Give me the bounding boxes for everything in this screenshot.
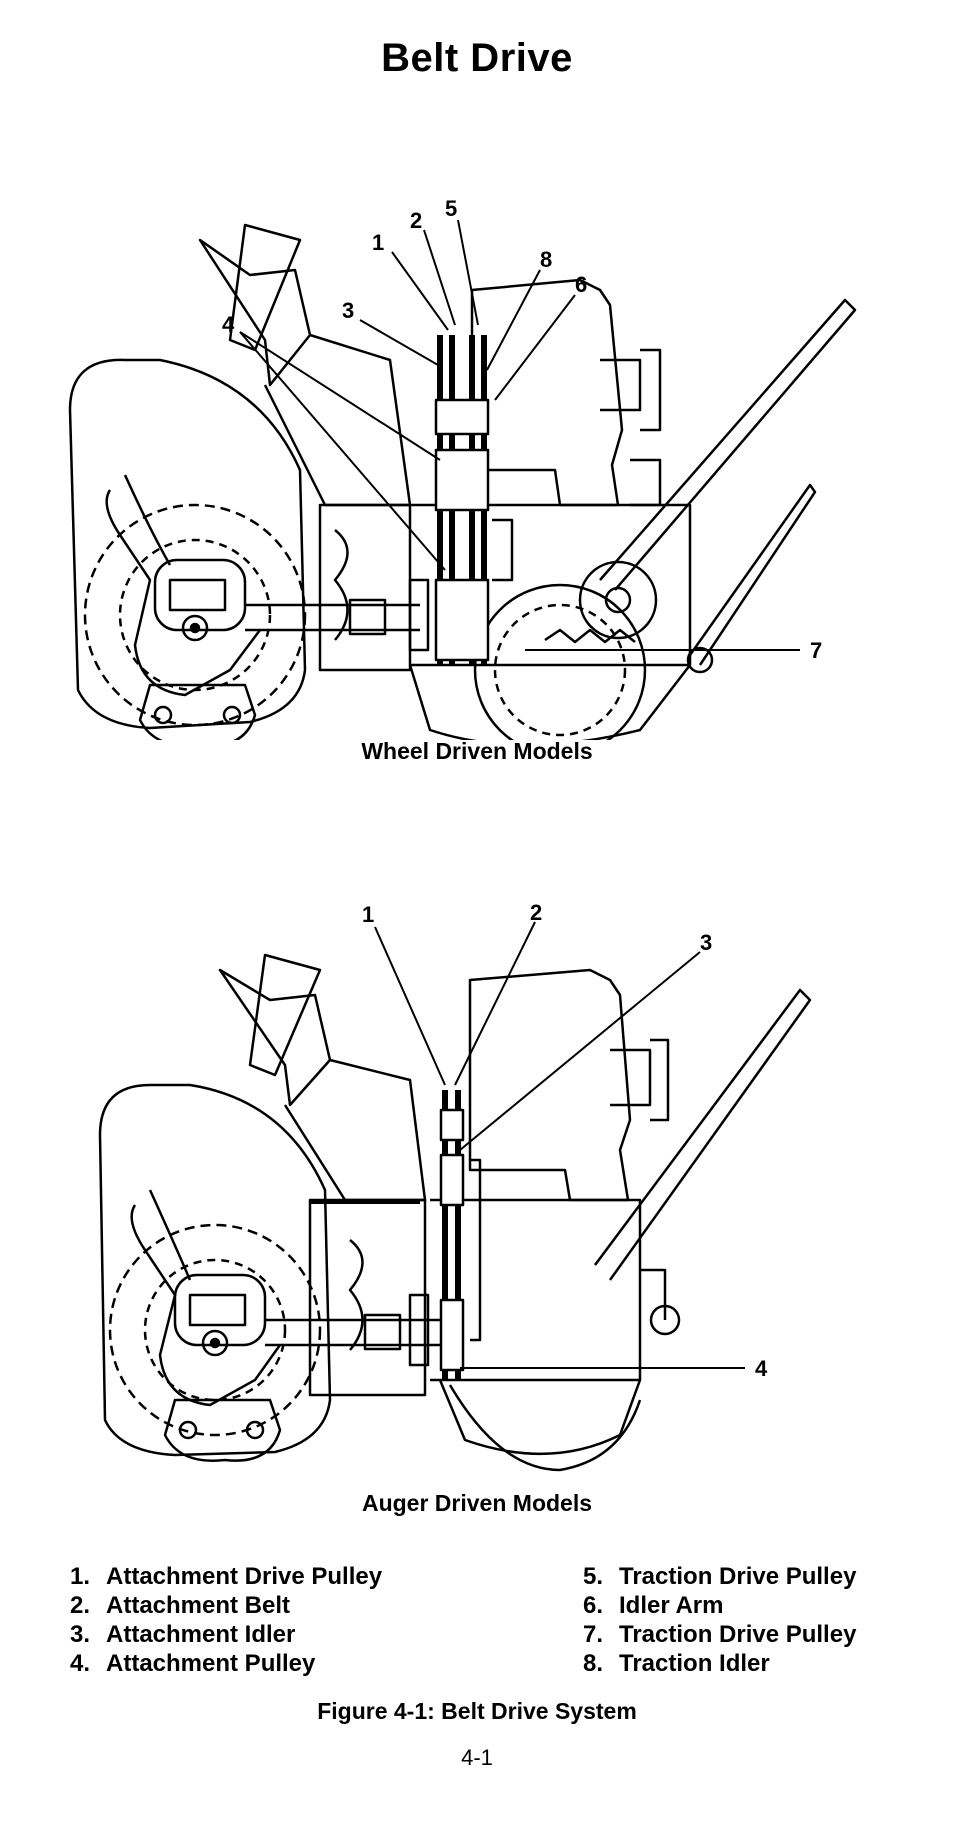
wheel-driven-diagram: 1 2 5 8 6 3 4 7 bbox=[0, 110, 954, 740]
callout-3-leader bbox=[359, 319, 439, 366]
callout-5: 5 bbox=[445, 196, 457, 221]
callout-6: 6 bbox=[575, 272, 587, 297]
figure-caption: Figure 4-1: Belt Drive System bbox=[317, 1698, 637, 1724]
parts-legend: 1.Attachment Drive Pulley 2.Attachment B… bbox=[0, 1562, 954, 1692]
callout-8-leader bbox=[486, 269, 541, 371]
legend-item: 6.Idler Arm bbox=[583, 1592, 724, 1619]
callout-3-leader bbox=[459, 951, 701, 1151]
legend-item: 7.Traction Drive Pulley bbox=[583, 1621, 857, 1648]
auger-driven-illustration: 1 2 3 4 bbox=[98, 900, 812, 1472]
callout-4-leader-a bbox=[239, 331, 441, 461]
callout-1: 1 bbox=[372, 230, 384, 255]
legend-item: 5.Traction Drive Pulley bbox=[583, 1563, 857, 1590]
callout-1-leader bbox=[391, 251, 449, 331]
legend-column-right: 5.Traction Drive Pulley 6.Idler Arm 7.Tr… bbox=[583, 1562, 856, 1678]
callout-4: 4 bbox=[755, 1356, 768, 1381]
wheel-driven-caption: Wheel Driven Models bbox=[361, 738, 593, 764]
legend-item: 2.Attachment Belt bbox=[70, 1592, 291, 1619]
callout-2: 2 bbox=[410, 208, 422, 233]
auger-driven-diagram: 1 2 3 4 bbox=[0, 880, 954, 1480]
auger-driven-caption: Auger Driven Models bbox=[361, 1490, 593, 1516]
callout-6-leader bbox=[494, 294, 576, 401]
callout-2: 2 bbox=[530, 900, 542, 925]
wheel-driven-illustration: 1 2 5 8 6 3 4 7 bbox=[68, 196, 857, 740]
callout-1-leader bbox=[374, 926, 446, 1086]
page-number: 4-1 bbox=[461, 1745, 493, 1770]
callout-7: 7 bbox=[810, 638, 822, 663]
callout-3: 3 bbox=[700, 930, 712, 955]
callout-2-leader bbox=[454, 921, 536, 1086]
callout-1: 1 bbox=[362, 902, 374, 927]
callout-4-leader-b bbox=[239, 331, 446, 571]
callout-2-leader bbox=[423, 229, 456, 326]
legend-column-left: 1.Attachment Drive Pulley 2.Attachment B… bbox=[70, 1562, 382, 1678]
legend-item: 3.Attachment Idler bbox=[70, 1621, 296, 1648]
legend-item: 8.Traction Idler bbox=[583, 1650, 770, 1677]
callout-4: 4 bbox=[222, 312, 235, 337]
legend-item: 4.Attachment Pulley bbox=[70, 1650, 316, 1677]
callout-3: 3 bbox=[342, 298, 354, 323]
page-title: Belt Drive bbox=[381, 36, 573, 80]
callout-5-leader bbox=[457, 219, 479, 326]
callout-8: 8 bbox=[540, 247, 552, 272]
legend-item: 1.Attachment Drive Pulley bbox=[70, 1563, 383, 1590]
